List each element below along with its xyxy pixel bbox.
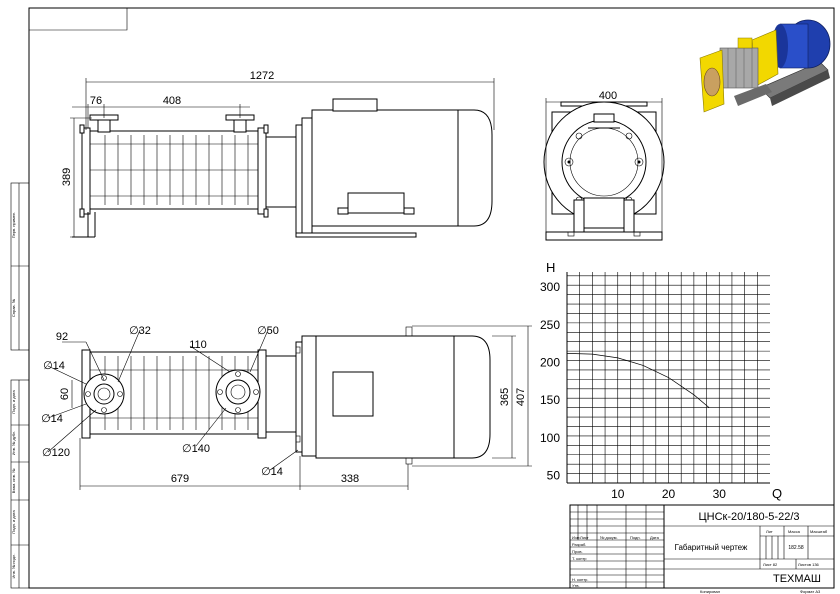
tb-col-list: Лист xyxy=(580,535,589,540)
tb-copied: Копировал xyxy=(700,589,721,594)
head-curve xyxy=(566,353,710,408)
dim-408: 408 xyxy=(163,95,181,107)
tb-col-docnum: № докум. xyxy=(600,535,618,540)
tb-col-izm: Изм xyxy=(572,535,580,540)
tb-row-develop: Разраб. xyxy=(572,542,586,547)
strip-label: Инв. № подл. xyxy=(11,554,16,579)
tb-company: ТЕХМАШ xyxy=(773,573,821,585)
strip-label: Взам. инв. № xyxy=(11,469,16,494)
strip-label: Инв. № дубл. xyxy=(11,431,16,456)
tb-row-tcontrol: Т. контр xyxy=(572,556,587,561)
dim-d50: ∅50 xyxy=(257,325,279,337)
dim-92: 92 xyxy=(56,331,68,343)
y-tick-label: 100 xyxy=(540,431,560,445)
tb-row-ncontrol: Н. контр. xyxy=(572,577,589,582)
dim-365: 365 xyxy=(499,388,511,406)
tb-row-approve: Утв. xyxy=(572,583,580,588)
dim-679: 679 xyxy=(171,473,189,485)
tb-col-date: Дата xyxy=(650,535,660,540)
y-tick-label: 250 xyxy=(540,318,560,332)
tb-hdr-lit: Лит xyxy=(766,529,773,534)
dim-76: 76 xyxy=(90,95,102,107)
dim-d14-b: ∅14 xyxy=(41,413,63,425)
performance-chart: H Q 10 20 30 50 100 150 200 250 300 xyxy=(540,260,782,501)
tb-sheets: Листов 136 xyxy=(798,562,820,567)
tb-row-check: Пров. xyxy=(572,549,583,554)
dim-60: 60 xyxy=(59,388,71,400)
tb-mass: 182.58 xyxy=(788,545,804,551)
dimension-labels: 1272 76 408 389 400 92 ∅32 ∅50 110 ∅14 6… xyxy=(41,70,617,485)
tb-sheet: Лист 82 xyxy=(763,562,778,567)
strip-label: Перв. примен. xyxy=(11,212,16,239)
end-view xyxy=(543,101,665,241)
tb-name: Габаритный чертеж xyxy=(675,543,748,552)
strip-label: Подп. и дата xyxy=(11,389,16,413)
front-view xyxy=(72,98,493,238)
tb-designation: ЦНСк-20/180-5-22/3 xyxy=(699,511,800,523)
y-axis-label: H xyxy=(546,260,555,275)
dim-389: 389 xyxy=(61,168,73,186)
pump-3d-image xyxy=(699,19,831,113)
plan-view xyxy=(81,326,491,465)
dim-d14-a: ∅14 xyxy=(43,360,65,372)
x-tick-label: 30 xyxy=(713,487,727,501)
dim-d120: ∅120 xyxy=(42,447,70,459)
x-tick-label: 20 xyxy=(662,487,676,501)
dim-110: 110 xyxy=(189,339,207,351)
dim-338: 338 xyxy=(341,473,359,485)
tb-hdr-scale: Масштаб xyxy=(810,529,828,534)
x-tick-label: 10 xyxy=(611,487,625,501)
strip-label: Подп. и дата xyxy=(11,509,16,533)
dim-d32: ∅32 xyxy=(129,325,151,337)
dim-1272: 1272 xyxy=(250,70,274,82)
dim-d140: ∅140 xyxy=(182,443,210,455)
chart-ticks: 10 20 30 50 100 150 200 250 300 xyxy=(540,280,726,501)
y-tick-label: 200 xyxy=(540,355,560,369)
y-tick-label: 150 xyxy=(540,393,560,407)
strip-label: Справ. № xyxy=(11,299,16,317)
x-axis-label: Q xyxy=(772,486,782,501)
side-strips: Перв. примен. Справ. № Подп. и дата Инв.… xyxy=(10,182,30,589)
tb-hdr-mass: Масса xyxy=(788,529,801,534)
title-block: Изм Лист № докум. Подп. Дата Разраб. Про… xyxy=(569,504,835,594)
y-tick-label: 300 xyxy=(540,280,560,294)
tb-format: Формат A3 xyxy=(800,589,821,594)
chart-grid xyxy=(567,272,770,483)
y-tick-label: 50 xyxy=(547,468,561,482)
tb-col-sign: Подп. xyxy=(630,535,641,540)
dim-407: 407 xyxy=(515,388,527,406)
dim-d14-c: ∅14 xyxy=(261,466,283,478)
dim-400: 400 xyxy=(599,90,617,102)
dimension-lines xyxy=(47,78,663,490)
